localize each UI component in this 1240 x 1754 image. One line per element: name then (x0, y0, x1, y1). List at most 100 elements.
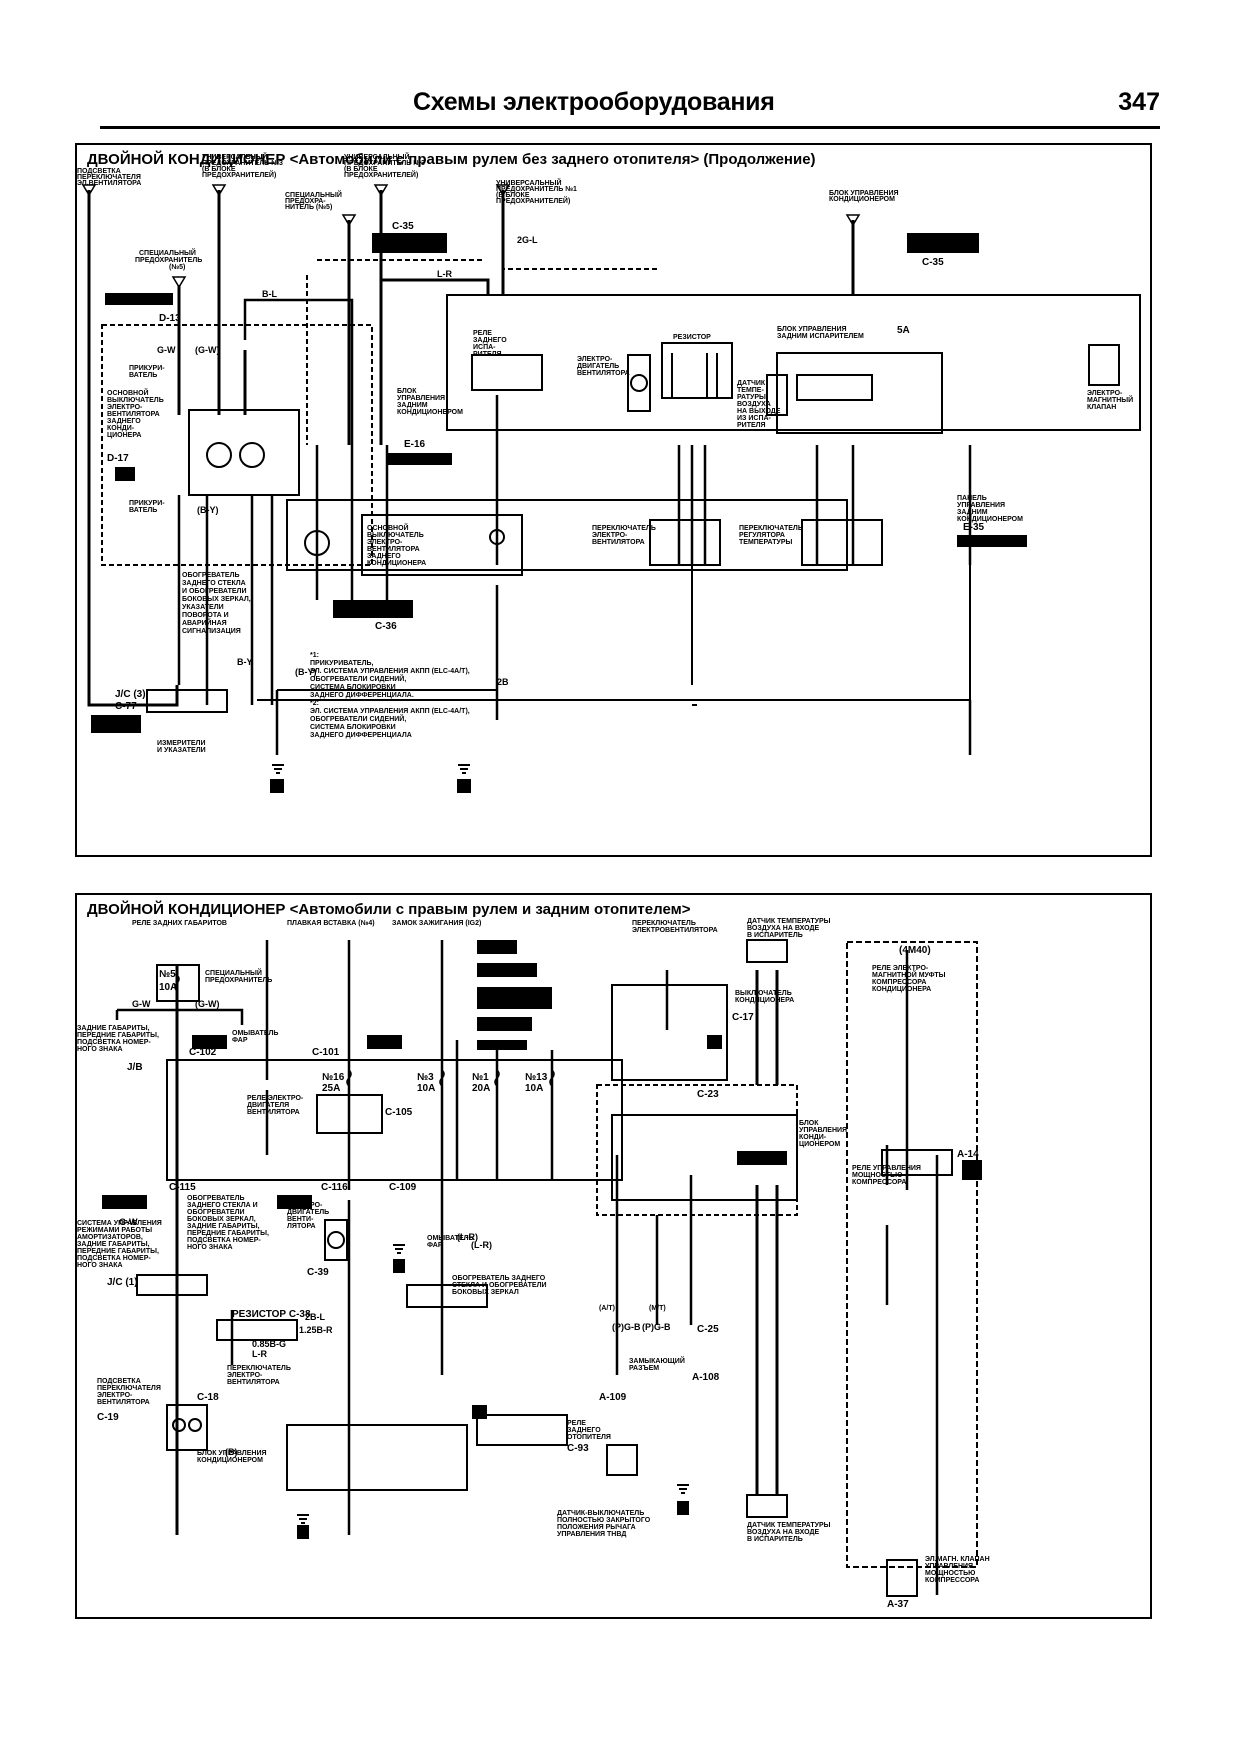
diagram-label: СИСТЕМА УПРАВЛЕНИЯ (77, 1220, 162, 1227)
diagram-label: ВЕНТИЛЯТОРА (592, 539, 645, 546)
component-box (446, 294, 1141, 431)
diagram-label: БЛОК УПРАВЛЕНИЯ (777, 326, 847, 333)
diagram-label: РЕЛЕ (567, 1420, 586, 1427)
diagram-label: УКАЗАТЕЛИ (182, 604, 224, 611)
diagram-label: (G-W) (195, 999, 220, 1009)
diagram-label: ПЕРЕКЛЮЧАТЕЛЯ (97, 1385, 161, 1392)
diagram-label: ЭЛЕКТРО- (97, 1392, 133, 1399)
diagram-group (297, 1244, 689, 1524)
component-box (166, 1404, 208, 1451)
diagram-label: ДВИГАТЕЛЯ (247, 1102, 289, 1109)
diagram-label: J/C (1) (107, 1277, 138, 1288)
wire-line (211, 184, 227, 197)
diagram-label: РАЗЪЕМ (629, 1365, 659, 1372)
diagram-label: ВЕНТИ- (287, 1216, 314, 1223)
diagram-label: БЛОК (397, 388, 417, 395)
wire-line (346, 1069, 352, 1087)
diagram-label: ЛЯТОРА (287, 1223, 316, 1230)
diagram-label: *2: (310, 700, 319, 707)
component-box (477, 987, 552, 1009)
wire-line (691, 565, 697, 706)
diagram-label: ЗАДНИМ (397, 402, 428, 409)
bottom-wiring-diagram: ДВОЙНОЙ КОНДИЦИОНЕР <Автомобили с правым… (75, 893, 1152, 1619)
diagram-label: ПРЕДОХРАНИТЕЛЬ №1 (496, 185, 577, 193)
component-box (766, 374, 788, 416)
component-symbol (188, 1418, 202, 1432)
diagram-label: И УКАЗАТЕЛИ (157, 747, 206, 754)
component-box (297, 1525, 309, 1539)
component-box (801, 519, 883, 566)
diagram-label: ПРЕДОХРАНИТЕЛЬ (135, 257, 202, 264)
diagram-label: (L-R) (471, 1240, 492, 1250)
diagram-group: G-W (G-W) G-W 2B-L 1.25B-R 0.85B-G L-R (… (119, 999, 671, 1457)
diagram-label: (M/T) (649, 1305, 666, 1312)
wire-line (177, 495, 274, 705)
diagram-label: (B-Y) (197, 505, 219, 515)
diagram-label: ЭЛЕКТРО- (107, 404, 143, 411)
wire-line (341, 214, 357, 227)
diagram-label: МОЩНОСТЬЮ (852, 1172, 902, 1179)
wire-line (455, 1040, 499, 1180)
connector-icons (91, 233, 1027, 733)
diagram-label: ТЕМПЕРАТУРЫ (739, 539, 793, 546)
diagram-label: ОСНОВНОЙ (107, 388, 149, 397)
diagram-label: ОБОГРЕВАТЕЛЬ (182, 572, 240, 579)
diagram-label: ПЕРЕКЛЮЧАТЕЛЬ (227, 1365, 291, 1372)
diagram-label: C-23 (697, 1089, 719, 1100)
component-symbol (239, 442, 265, 468)
diagram-label: C-105 (385, 1107, 413, 1118)
diagram-label: ВЕНТИЛЯТОРА (107, 411, 160, 418)
diagram-label: ЗАДНЕГО (367, 553, 401, 560)
component-box (286, 1424, 468, 1491)
diagram-label: L-R (252, 1349, 267, 1359)
page-number: 347 (1118, 88, 1160, 116)
diagram-label: ВЫКЛЮЧАТЕЛЬ (735, 990, 792, 997)
diagram-label: ОБОГРЕВАТЕЛИ СИДЕНИЙ, (310, 674, 406, 683)
diagram-label: ПРИКУРИ- (129, 365, 165, 372)
diagram-label: НОГО ЗНАКА (77, 1046, 123, 1053)
diagram-label: ЗАДНЕГО СТЕКЛА И (187, 1202, 258, 1209)
component-box (393, 1259, 405, 1273)
diagram-label: СИГНАЛИЗАЦИЯ (182, 628, 241, 635)
diagram-label: ФАР (232, 1037, 248, 1044)
diagram-label: ДВИГАТЕЛЬ (577, 363, 619, 370)
diagram-label: КОНДИЦИОНЕРОМ (957, 516, 1023, 523)
diagram-label: (B) (225, 1447, 238, 1457)
diagram-group: J/B J/C (1) РЕЗИСТОР C-38 №5 10A №16 25A… (97, 969, 979, 1610)
diagram-label: ВАТЕЛЬ (129, 372, 157, 379)
diagram-label: ПОДСВЕТКА (77, 168, 121, 175)
component-box (477, 940, 517, 954)
diagram-label: ПРИКУРИ- (129, 500, 165, 507)
component-box (746, 939, 788, 963)
wire-line (315, 445, 389, 600)
component-box (105, 293, 173, 305)
diagram-label: И ОБОГРЕВАТЕЛИ (182, 588, 247, 595)
diagram-label: D-13 (159, 313, 181, 324)
diagram-label: ЦИОНЕРОМ (799, 1141, 840, 1148)
diagram-label: СПЕЦИАЛЬНЫЙ (205, 968, 262, 977)
diagram-label: (В БЛОКЕ (344, 166, 378, 173)
diagram-label: *1: (310, 652, 319, 659)
diagram-label: ВЕНТИЛЯТОРА (577, 370, 630, 377)
diagram-label: (L-R) (457, 1232, 478, 1242)
diagram-label: ЭЛ. СИСТЕМА УПРАВЛЕНИЯ АКПП (ELC-4A/T), (310, 668, 470, 675)
wire-line (393, 1244, 405, 1254)
wire-b-l (243, 298, 354, 445)
component-box (907, 233, 979, 253)
diagram-label: ПОДСВЕТКА НОМЕР- (77, 1255, 151, 1262)
component-box (472, 1405, 487, 1419)
diagram-label: РАТУРЫ (737, 394, 766, 401)
wire-line (494, 1069, 500, 1087)
diagram-label: ПРЕДОХРАНИТЕЛЕЙ) (344, 170, 418, 179)
component-box (796, 374, 873, 401)
diagram-label: УПРАВЛЕНИЯ (957, 502, 1005, 509)
diagram-label: ДАТЧИК (737, 380, 766, 387)
diagram-label: C-17 (732, 1012, 754, 1023)
diagram-label: (A/T) (599, 1305, 615, 1312)
wire-line (677, 445, 972, 565)
page-header: Схемы электрооборудования 347 (100, 88, 1160, 129)
diagram-label: ПРЕДОХРАНИТЕЛЬ №3 (202, 159, 283, 167)
diagram-label: ПЛАВКАЯ ВСТАВКА (№4) (287, 919, 375, 927)
diagram-label: A-108 (692, 1372, 720, 1383)
top-diagram-title: ДВОЙНОЙ КОНДИЦИОНЕР <Автомобили с правым… (87, 151, 816, 168)
